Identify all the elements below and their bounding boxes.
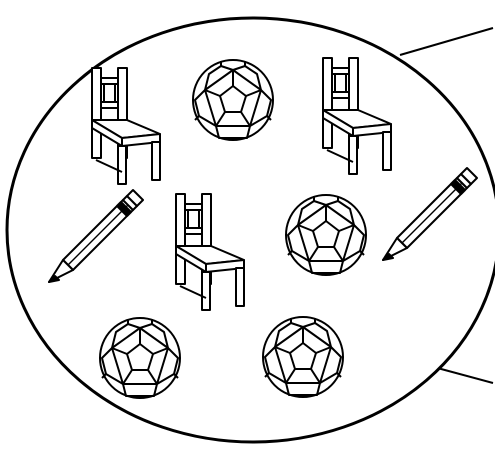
soccer-ball-icon	[193, 60, 273, 140]
soccer-ball-icon	[286, 195, 366, 275]
soccer-ball-icon	[100, 318, 180, 398]
soccer-ball-icon	[263, 317, 343, 397]
pointer-line-top	[400, 28, 493, 55]
